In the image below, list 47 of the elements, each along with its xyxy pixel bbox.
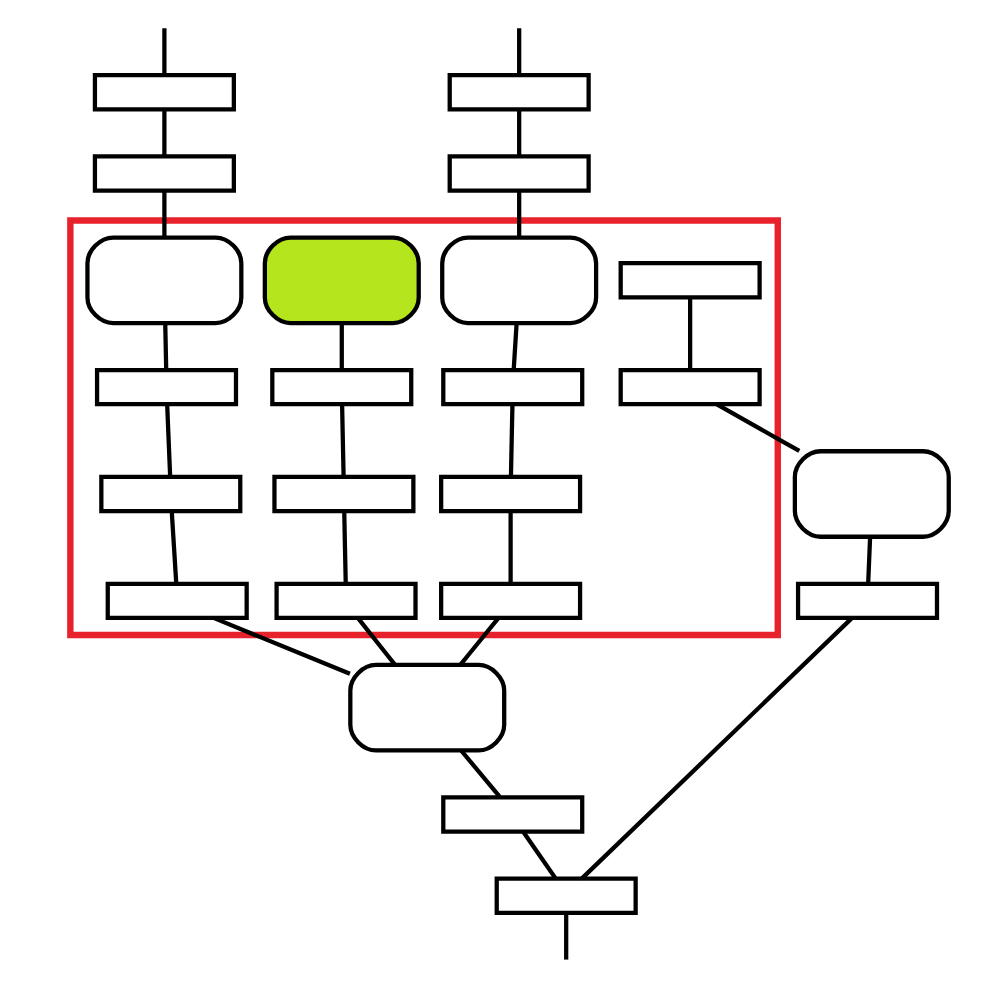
node-box <box>94 366 239 406</box>
connector <box>866 536 873 583</box>
connector <box>508 510 513 583</box>
connector <box>339 403 346 476</box>
connector <box>342 510 348 583</box>
connector <box>511 322 519 369</box>
connector <box>163 322 169 369</box>
node-box <box>272 473 416 513</box>
cluster <box>67 216 781 638</box>
node-box <box>270 366 414 406</box>
connector <box>521 830 558 879</box>
node-box <box>441 366 585 406</box>
node-box <box>92 153 236 192</box>
connector <box>517 189 522 237</box>
node-box <box>99 473 243 513</box>
node-box <box>618 260 762 299</box>
node-box <box>618 366 762 406</box>
connector <box>688 296 693 369</box>
connector <box>508 403 515 476</box>
connector <box>517 27 522 74</box>
node-box <box>92 71 236 111</box>
connector <box>459 748 502 798</box>
connector <box>162 27 167 74</box>
node-box <box>792 448 951 538</box>
connector <box>169 510 179 583</box>
node-box <box>494 875 638 915</box>
node-box <box>439 473 583 513</box>
node-box <box>447 153 591 192</box>
node-box <box>795 580 940 620</box>
node-box <box>274 580 418 620</box>
node-box <box>262 234 421 325</box>
connector <box>165 403 173 476</box>
connector <box>715 401 801 452</box>
connector <box>564 911 569 959</box>
connector <box>339 322 344 369</box>
connector <box>517 108 522 155</box>
node-box <box>105 580 249 620</box>
connector <box>162 189 167 237</box>
node-box <box>85 234 244 325</box>
node-box <box>447 71 591 111</box>
node-box <box>439 580 583 620</box>
connector <box>580 616 853 880</box>
node-box <box>348 661 507 752</box>
connector <box>213 615 351 675</box>
connector <box>162 108 167 155</box>
node-box <box>441 794 585 833</box>
node-box <box>440 234 599 325</box>
